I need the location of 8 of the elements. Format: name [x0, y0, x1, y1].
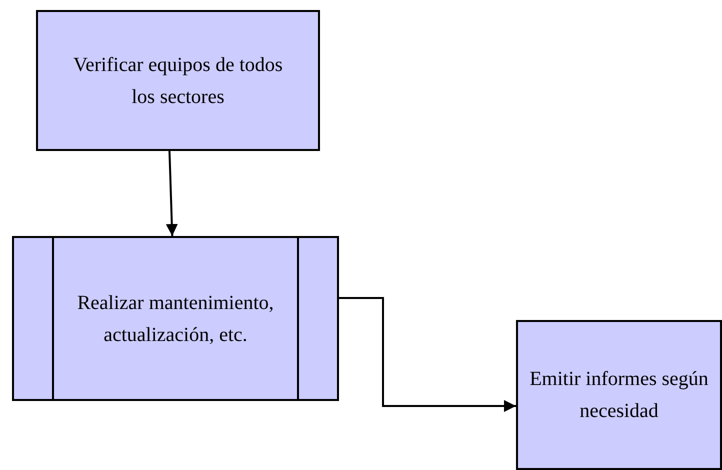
- box-text: Emitir informes según necesidad: [528, 367, 710, 424]
- box-text: Verificar equipos de todos los sectores: [73, 52, 283, 110]
- predefined-process-box: [12, 236, 339, 401]
- box-text: Realizar mantenimiento, actualización, etc.: [76, 290, 275, 348]
- arrow: [166, 150, 178, 236]
- process-box: [516, 320, 722, 470]
- process-box: [36, 10, 320, 151]
- arrow: [339, 297, 516, 412]
